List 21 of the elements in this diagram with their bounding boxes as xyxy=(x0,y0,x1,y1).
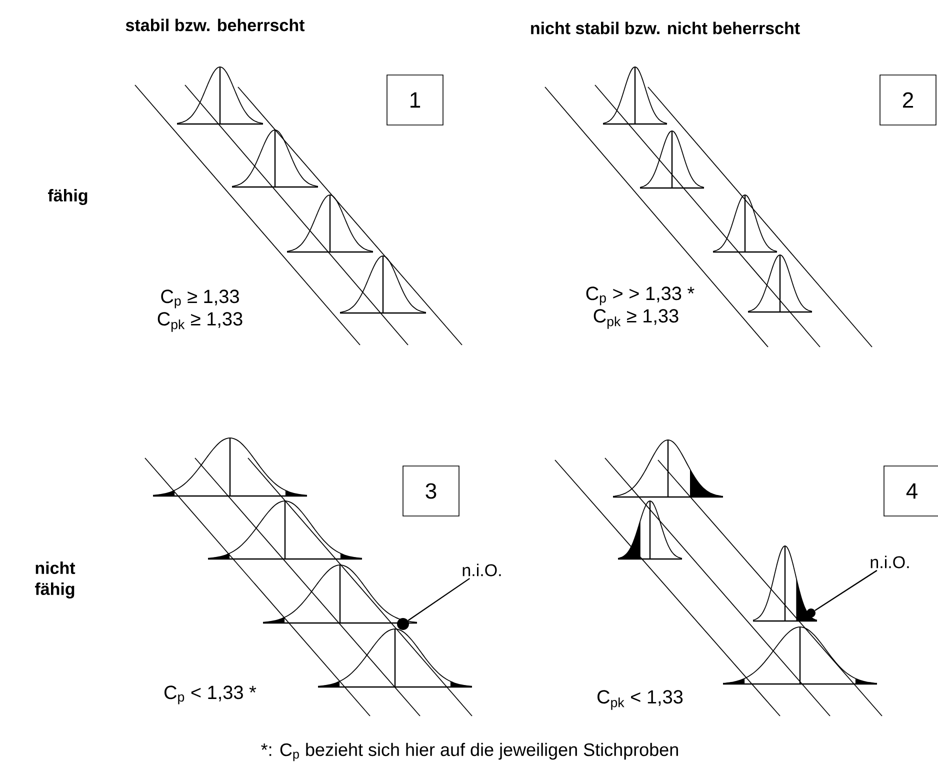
number-box: 1 xyxy=(386,74,444,126)
dot xyxy=(806,608,816,618)
heading: nicht stabil bzw. nicht beherrscht xyxy=(531,22,800,34)
formula-label: C$_{pk}$ ≥ 1,33 xyxy=(594,309,678,329)
formula-label: C$_{pk}$ ≥ 1,33 xyxy=(158,312,242,332)
annotation-label: n.i.O. xyxy=(870,556,909,568)
formula-label: C$_{p}$ ≥ 1,33 xyxy=(161,290,239,308)
formula-label: C$_{p}$ < 1,33 * xyxy=(164,686,256,704)
heading: nicht fähig xyxy=(35,562,76,598)
formula-label: C$_{p}$ > > 1,33 * xyxy=(586,286,694,306)
leader-line xyxy=(814,570,878,611)
number-box: 3 xyxy=(402,466,460,516)
dot xyxy=(397,618,409,630)
heading: stabil bzw. beherrscht xyxy=(126,18,305,32)
number-box: 2 xyxy=(880,74,936,126)
leader-line xyxy=(408,578,470,621)
footnote: *: C$_{p}$ bezieht sich hier auf die jeweiligen Stichproben xyxy=(261,742,678,762)
annotation-label: n.i.O. xyxy=(462,564,501,576)
formula-label: C$_{pk}$ < 1,33 xyxy=(598,690,683,710)
number-box: 4 xyxy=(884,466,938,516)
heading: fähig xyxy=(48,189,88,205)
